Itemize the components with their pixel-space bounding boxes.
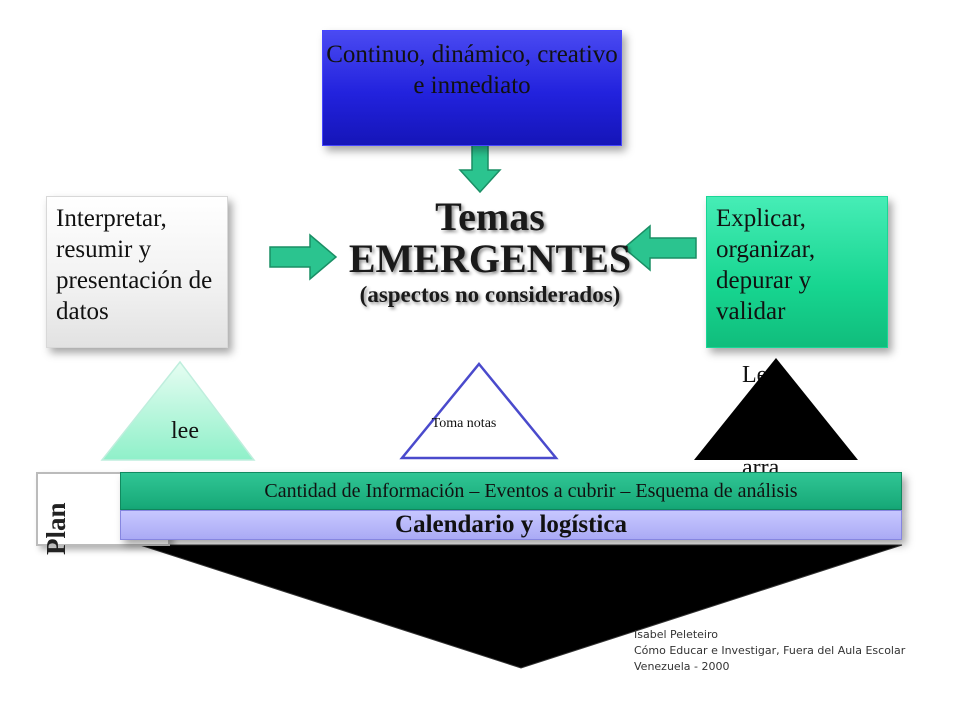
left-box: Interpretar, resumir y presentación de d… xyxy=(46,196,228,348)
triangle-right-black xyxy=(694,358,858,460)
triangle-toma-notas-label: Toma notas xyxy=(431,416,497,431)
triangle-toma-notas xyxy=(399,362,559,460)
categorias-base-shape xyxy=(139,544,903,669)
arrow-right-icon xyxy=(269,233,338,281)
center-title-line2: EMERGENTES xyxy=(348,236,632,281)
arrow-down-icon xyxy=(458,144,502,194)
arrow-left-icon xyxy=(622,224,697,272)
credit: Isabel Peleteiro Cómo Educar e Investiga… xyxy=(634,627,905,675)
credit-work: Cómo Educar e Investigar, Fuera del Aula… xyxy=(634,644,906,657)
center-title-line3: (aspectos no considerados) xyxy=(359,282,621,307)
triangle-lee-label: lee xyxy=(171,418,199,444)
top-box: Continuo, dinámico, creativo e inmediato xyxy=(322,30,622,146)
center-title-line1: Temas xyxy=(435,194,545,239)
plan-label: Plan xyxy=(41,502,71,555)
calendar-bar-text: Calendario y logística xyxy=(395,511,627,538)
credit-author: Isabel Peleteiro xyxy=(634,628,718,641)
categorias-label: CATEGORIAS xyxy=(243,558,617,590)
right-box-text: Explicar, organizar, depurar y validar xyxy=(716,205,816,325)
info-bar: Cantidad de Información – Eventos a cubr… xyxy=(120,472,902,510)
info-bar-text: Cantidad de Información – Eventos a cubr… xyxy=(264,480,798,502)
calendar-bar: Calendario y logística xyxy=(120,510,902,540)
credit-place: Venezuela - 2000 xyxy=(634,660,730,673)
triangle-lee xyxy=(100,360,256,461)
center-title: Temas EMERGENTES (aspectos no considerad… xyxy=(340,196,640,308)
top-box-text: Continuo, dinámico, creativo e inmediato xyxy=(326,41,618,99)
left-box-text: Interpretar, resumir y presentación de d… xyxy=(56,205,213,325)
right-box: Explicar, organizar, depurar y validar xyxy=(706,196,888,348)
